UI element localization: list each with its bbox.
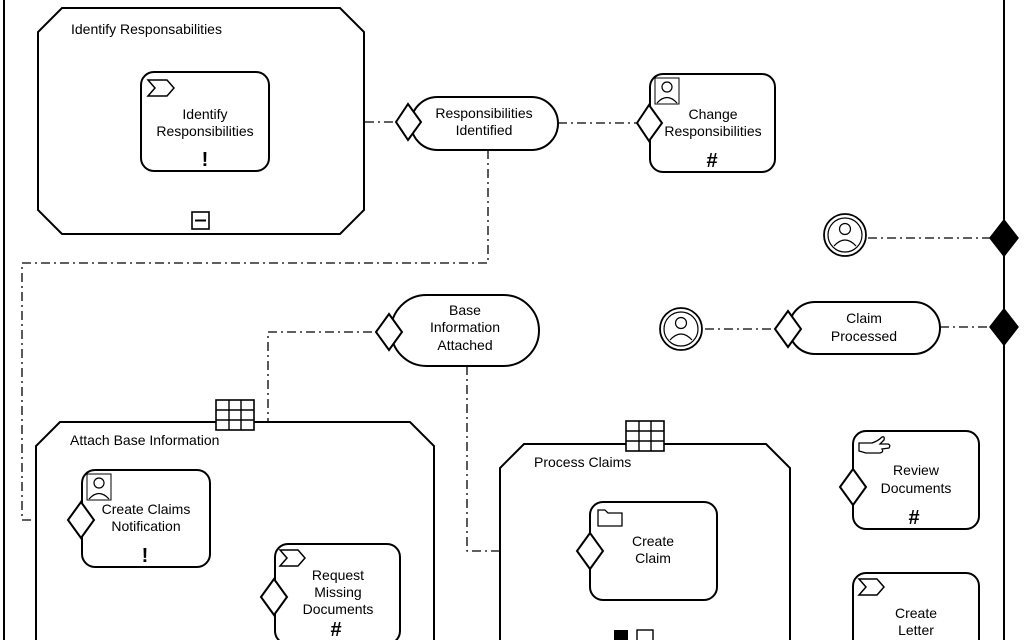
task-label-line1: Identify bbox=[182, 106, 227, 122]
milestone-label-line2: Identified bbox=[456, 122, 513, 138]
task-label-line1: Change bbox=[688, 106, 737, 122]
task-label-line2: Responsibilities bbox=[664, 123, 761, 139]
exit-criterion-diamond[interactable] bbox=[989, 307, 1019, 347]
milestone-responsibilities-identified[interactable]: Responsibilities Identified bbox=[410, 96, 559, 151]
milestone-label-line2: Information bbox=[430, 319, 500, 335]
task-label-line1: Create bbox=[895, 605, 937, 621]
sequence-icon bbox=[146, 79, 175, 97]
collapse-icon[interactable] bbox=[636, 629, 654, 640]
entry-criterion-diamond[interactable] bbox=[66, 500, 96, 540]
task-create-claims-notification[interactable]: Create Claims Notification ! bbox=[81, 469, 211, 568]
stage-title: Attach Base Information bbox=[70, 432, 219, 448]
task-label-line2: Notification bbox=[111, 518, 180, 534]
person-icon bbox=[654, 77, 680, 105]
entry-criterion-diamond[interactable] bbox=[394, 102, 423, 142]
entry-criterion-diamond[interactable] bbox=[575, 531, 605, 571]
task-label-line2: Responsibilities bbox=[156, 123, 253, 139]
stage-title: Identify Responsabilities bbox=[71, 21, 222, 37]
collapse-icon[interactable] bbox=[191, 211, 210, 230]
person-icon bbox=[669, 316, 693, 341]
required-marker: ! bbox=[142, 545, 149, 567]
entry-criterion-diamond[interactable] bbox=[635, 103, 664, 143]
sequence-icon bbox=[857, 578, 885, 596]
task-request-missing-documents[interactable]: Request Missing Documents # bbox=[274, 543, 401, 640]
task-label-line2: Missing bbox=[314, 584, 361, 600]
task-label-line1: Request bbox=[312, 567, 364, 583]
task-identify-responsibilities[interactable]: Identify Responsibilities ! bbox=[140, 71, 270, 172]
hand-icon bbox=[858, 436, 891, 454]
entry-criterion-diamond[interactable] bbox=[374, 312, 404, 352]
person-icon bbox=[86, 473, 112, 501]
milestone-claim-processed[interactable]: Claim Processed bbox=[788, 301, 941, 355]
task-label-line2: Claim bbox=[635, 550, 671, 566]
task-create-letter[interactable]: Create Letter bbox=[852, 572, 980, 640]
entry-criterion-diamond[interactable] bbox=[259, 577, 289, 617]
connector-base-milestone-to-create-claim bbox=[466, 366, 577, 552]
task-change-responsibilities[interactable]: Change Responsibilities # bbox=[649, 73, 776, 173]
milestone-label-line1: Responsibilities bbox=[435, 105, 532, 121]
task-label-line2: Documents bbox=[881, 480, 952, 496]
task-label-line2: Letter bbox=[898, 622, 934, 638]
exit-criterion-diamond[interactable] bbox=[989, 218, 1019, 258]
milestone-base-information-attached[interactable]: Base Information Attached bbox=[390, 294, 540, 367]
repetition-marker: # bbox=[706, 150, 717, 172]
required-marker: ! bbox=[202, 149, 209, 171]
user-event-listener[interactable] bbox=[659, 307, 703, 351]
planning-table-icon[interactable] bbox=[215, 399, 255, 431]
milestone-label-line1: Base bbox=[449, 302, 481, 318]
task-review-documents[interactable]: Review Documents # bbox=[852, 430, 980, 530]
folder-icon bbox=[597, 509, 623, 527]
stage-title: Process Claims bbox=[534, 454, 631, 470]
sequence-icon bbox=[278, 549, 306, 567]
task-label-line1: Create bbox=[632, 533, 674, 549]
planning-table-icon[interactable] bbox=[625, 420, 665, 452]
person-icon bbox=[833, 222, 857, 247]
task-label-line3: Documents bbox=[303, 601, 374, 617]
entry-criterion-diamond[interactable] bbox=[838, 467, 868, 507]
task-label-line1: Create Claims bbox=[102, 501, 191, 517]
auto-complete-marker-icon bbox=[614, 630, 628, 640]
task-create-claim[interactable]: Create Claim bbox=[589, 501, 718, 601]
repetition-marker: # bbox=[908, 507, 919, 529]
task-label-line1: Review bbox=[893, 462, 940, 478]
milestone-label-line2: Processed bbox=[831, 328, 897, 344]
entry-criterion-diamond[interactable] bbox=[773, 309, 803, 349]
user-event-listener[interactable] bbox=[823, 213, 867, 257]
repetition-marker: # bbox=[330, 619, 341, 640]
connector-milestone-to-attach bbox=[21, 150, 489, 521]
milestone-label-line3: Attached bbox=[437, 337, 492, 353]
milestone-label-line1: Claim bbox=[846, 310, 882, 326]
